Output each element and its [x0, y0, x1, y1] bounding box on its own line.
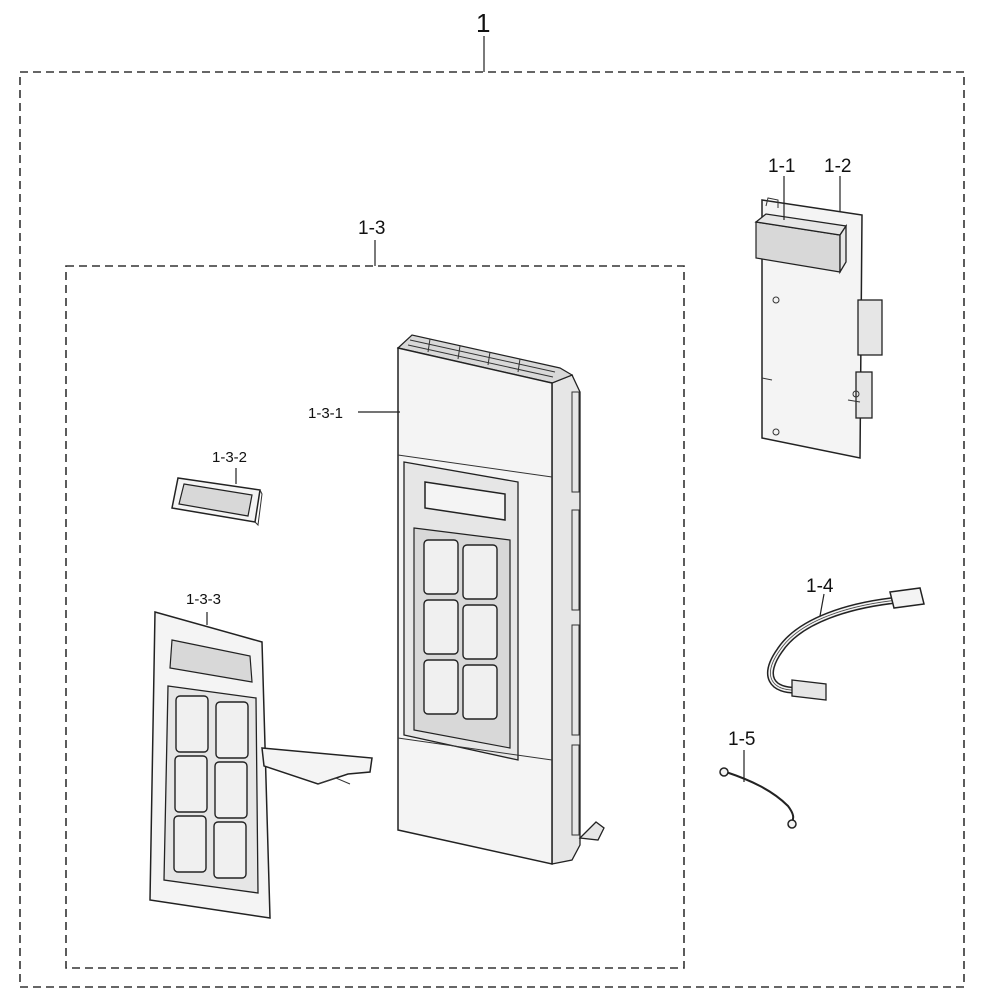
subassembly-1-3-group: 1-3 [65, 218, 685, 969]
part-1-1-relay-component: 1-1 [754, 156, 848, 275]
frame-key-grid [423, 539, 498, 720]
part-1-5-label: 1-5 [728, 729, 755, 750]
subassembly-1-3-boundary [65, 265, 685, 969]
part-1-3-1-label: 1-3-1 [308, 405, 343, 422]
part-1-3-2-display-window: 1-3-2 [171, 449, 263, 527]
part-1-3-1-control-panel-frame: 1-3-1 [308, 334, 605, 865]
membrane-key-grid [173, 695, 249, 879]
part-1-2-pcb-board: 1-2 [761, 156, 883, 459]
part-1-5-ground-wire: 1-5 [719, 729, 797, 829]
assembly-1-label: 1 [476, 8, 490, 38]
part-1-2-label: 1-2 [824, 156, 851, 177]
part-1-4-wire-harness: 1-4 [767, 576, 925, 701]
part-1-3-2-label: 1-3-2 [212, 449, 247, 466]
subassembly-1-3-label: 1-3 [358, 218, 385, 239]
part-1-3-3-membrane-keypad: 1-3-3 [149, 591, 373, 919]
assembly-1-boundary [19, 71, 965, 988]
part-1-3-3-label: 1-3-3 [186, 591, 221, 608]
part-1-4-leader [819, 593, 825, 617]
part-1-1-label: 1-1 [768, 156, 795, 177]
part-1-4-label: 1-4 [806, 576, 834, 597]
assembly-1-group: 1 [19, 8, 965, 988]
